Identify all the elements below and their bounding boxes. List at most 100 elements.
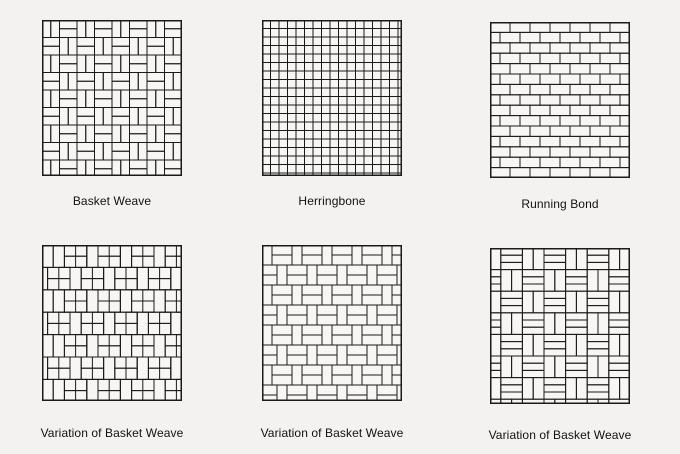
- brick: [155, 89, 165, 108]
- brick: [490, 355, 502, 364]
- brick: [111, 72, 130, 82]
- brick: [316, 314, 338, 326]
- brick: [361, 284, 383, 296]
- brick: [76, 72, 95, 82]
- basket-weave-variation-1-diagram: [42, 245, 182, 401]
- brick: [85, 20, 95, 38]
- brick: [291, 324, 303, 346]
- brick: [539, 73, 561, 85]
- brick: [511, 398, 523, 404]
- brick: [164, 378, 182, 392]
- brick: [59, 72, 69, 91]
- brick: [102, 72, 113, 91]
- brick: [543, 398, 556, 404]
- brick: [164, 63, 182, 73]
- brick: [586, 305, 610, 314]
- brick: [490, 377, 502, 400]
- brick: [499, 73, 521, 85]
- brick: [321, 245, 333, 266]
- brick: [76, 107, 95, 117]
- pattern-border: [42, 20, 182, 176]
- brick: [164, 72, 174, 91]
- brick: [521, 326, 545, 335]
- brick: [565, 369, 588, 379]
- brick: [321, 284, 333, 306]
- brick: [543, 391, 567, 400]
- brick: [59, 142, 69, 161]
- brick: [509, 167, 531, 178]
- brick: [50, 124, 60, 143]
- brick: [42, 142, 60, 152]
- brick: [389, 28, 402, 38]
- brick: [586, 312, 599, 335]
- brick: [103, 311, 116, 336]
- brick: [286, 354, 308, 366]
- brick: [331, 294, 353, 306]
- brick: [59, 63, 78, 73]
- brick: [59, 54, 78, 65]
- brick: [137, 142, 148, 161]
- brick: [608, 269, 630, 278]
- brick: [102, 142, 113, 161]
- brick: [539, 94, 561, 106]
- brick: [164, 345, 182, 358]
- brick: [262, 264, 278, 276]
- brick: [586, 398, 599, 404]
- brick: [372, 164, 382, 176]
- brick: [565, 333, 577, 357]
- brick: [509, 83, 531, 96]
- brick: [286, 384, 308, 396]
- brick: [586, 348, 610, 357]
- brick: [619, 377, 630, 400]
- brick: [509, 42, 531, 54]
- brick: [376, 264, 398, 276]
- brick: [304, 164, 314, 176]
- brick: [549, 22, 571, 33]
- brick: [559, 52, 581, 65]
- brick: [366, 384, 378, 401]
- brick: [539, 156, 561, 169]
- brick: [490, 42, 511, 54]
- brick: [276, 304, 288, 326]
- brick: [521, 283, 545, 292]
- brick: [42, 45, 60, 56]
- brick: [85, 89, 95, 108]
- brick: [519, 135, 541, 148]
- brick: [519, 156, 541, 169]
- brick: [111, 159, 122, 176]
- brick: [619, 135, 630, 148]
- brick: [86, 289, 99, 313]
- brick: [589, 22, 611, 33]
- brick: [549, 104, 571, 117]
- brick: [346, 274, 368, 286]
- brick: [146, 159, 157, 176]
- brick: [521, 312, 545, 321]
- brick: [391, 324, 402, 336]
- brick: [42, 334, 54, 358]
- brick: [129, 63, 148, 73]
- brick: [136, 356, 149, 380]
- brick: [153, 245, 166, 268]
- brick: [76, 45, 95, 56]
- brick: [490, 167, 511, 178]
- brick: [396, 384, 402, 401]
- brick: [42, 115, 60, 126]
- brick: [529, 104, 551, 117]
- brick: [102, 107, 113, 126]
- brick: [85, 159, 95, 176]
- brick: [391, 254, 402, 266]
- brick: [316, 264, 338, 276]
- brick: [500, 348, 523, 357]
- brick: [301, 294, 323, 306]
- brick: [608, 312, 630, 321]
- brick: [366, 304, 378, 326]
- brick: [490, 369, 502, 379]
- brick: [146, 54, 157, 73]
- brick: [539, 135, 561, 148]
- brick: [521, 319, 545, 328]
- brick: [599, 115, 621, 127]
- brick: [346, 344, 368, 356]
- brick: [366, 344, 378, 366]
- brick: [500, 355, 513, 379]
- brick: [170, 356, 182, 380]
